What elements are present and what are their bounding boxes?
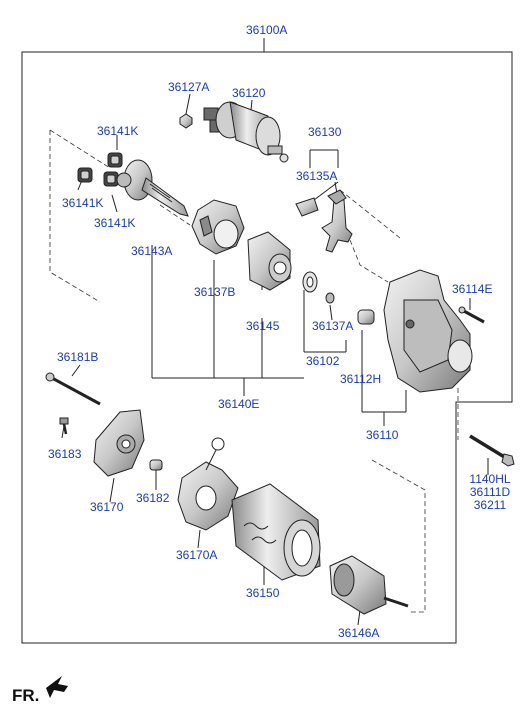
label-36141k-left[interactable]: 36141K (62, 196, 104, 210)
label-group-bolt: 1140HL 36111D 36211 (466, 473, 514, 512)
label-36111d[interactable]: 36111D (469, 485, 511, 499)
part-36170-rear-bracket (93, 409, 145, 477)
label-36135a[interactable]: 36135A (296, 169, 338, 183)
part-36135a-holder (295, 197, 319, 217)
label-36181b[interactable]: 36181B (57, 350, 99, 364)
label-36183[interactable]: 36183 (48, 447, 82, 461)
part-36130-lever (321, 189, 353, 253)
label-36127a[interactable]: 36127A (168, 80, 210, 94)
label-36120[interactable]: 36120 (232, 86, 266, 100)
label-36137a[interactable]: 36137A (312, 319, 354, 333)
label-36146a[interactable]: 36146A (338, 626, 380, 640)
part-36183-screw (59, 417, 69, 435)
part-36112h-bushing (357, 309, 375, 325)
label-36112h[interactable]: 36112H (340, 372, 382, 386)
label-36170a[interactable]: 36170A (176, 548, 218, 562)
label-36145[interactable]: 36145 (246, 319, 280, 333)
part-36127a-nut (179, 113, 193, 129)
part-36137a-washer (302, 271, 335, 304)
label-36140e[interactable]: 36140E (218, 397, 260, 411)
part-36150-yoke (231, 483, 321, 581)
part-36145-clutch (247, 231, 292, 291)
label-36182[interactable]: 36182 (136, 491, 170, 505)
label-36130[interactable]: 36130 (308, 125, 342, 139)
part-36120-solenoid (203, 101, 289, 163)
dashed-guides (49, 129, 459, 613)
label-36114e[interactable]: 36114E (452, 282, 493, 296)
part-36182-bushing (149, 459, 163, 471)
part-36146a-armature (329, 555, 409, 615)
front-indicator: FR. (12, 686, 40, 705)
label-36170[interactable]: 36170 (90, 500, 124, 514)
label-1140hl[interactable]: 1140HL (469, 472, 511, 486)
label-36141k-top[interactable]: 36141K (97, 124, 139, 138)
part-36170a-brush-holder (177, 437, 239, 531)
part-36110-front-housing (383, 269, 473, 393)
part-36181b-through-bolt (45, 372, 101, 406)
label-36150[interactable]: 36150 (246, 586, 280, 600)
label-36143a[interactable]: 36143A (131, 244, 173, 258)
part-36143a-shaft (116, 159, 189, 217)
label-36141k-bottom[interactable]: 36141K (94, 216, 136, 230)
label-36100a[interactable]: 36100A (246, 23, 288, 37)
label-36137b[interactable]: 36137B (194, 285, 236, 299)
part-1140hl-bolt (469, 434, 515, 467)
part-36114e-screw (458, 306, 485, 324)
assembly-frame (21, 38, 513, 644)
label-36110[interactable]: 36110 (366, 428, 399, 442)
part-36141k-bearings (77, 152, 123, 187)
label-36102[interactable]: 36102 (306, 354, 340, 368)
label-36211[interactable]: 36211 (473, 498, 507, 512)
front-arrow-icon (46, 676, 68, 698)
part-36137b-housing (191, 199, 245, 255)
